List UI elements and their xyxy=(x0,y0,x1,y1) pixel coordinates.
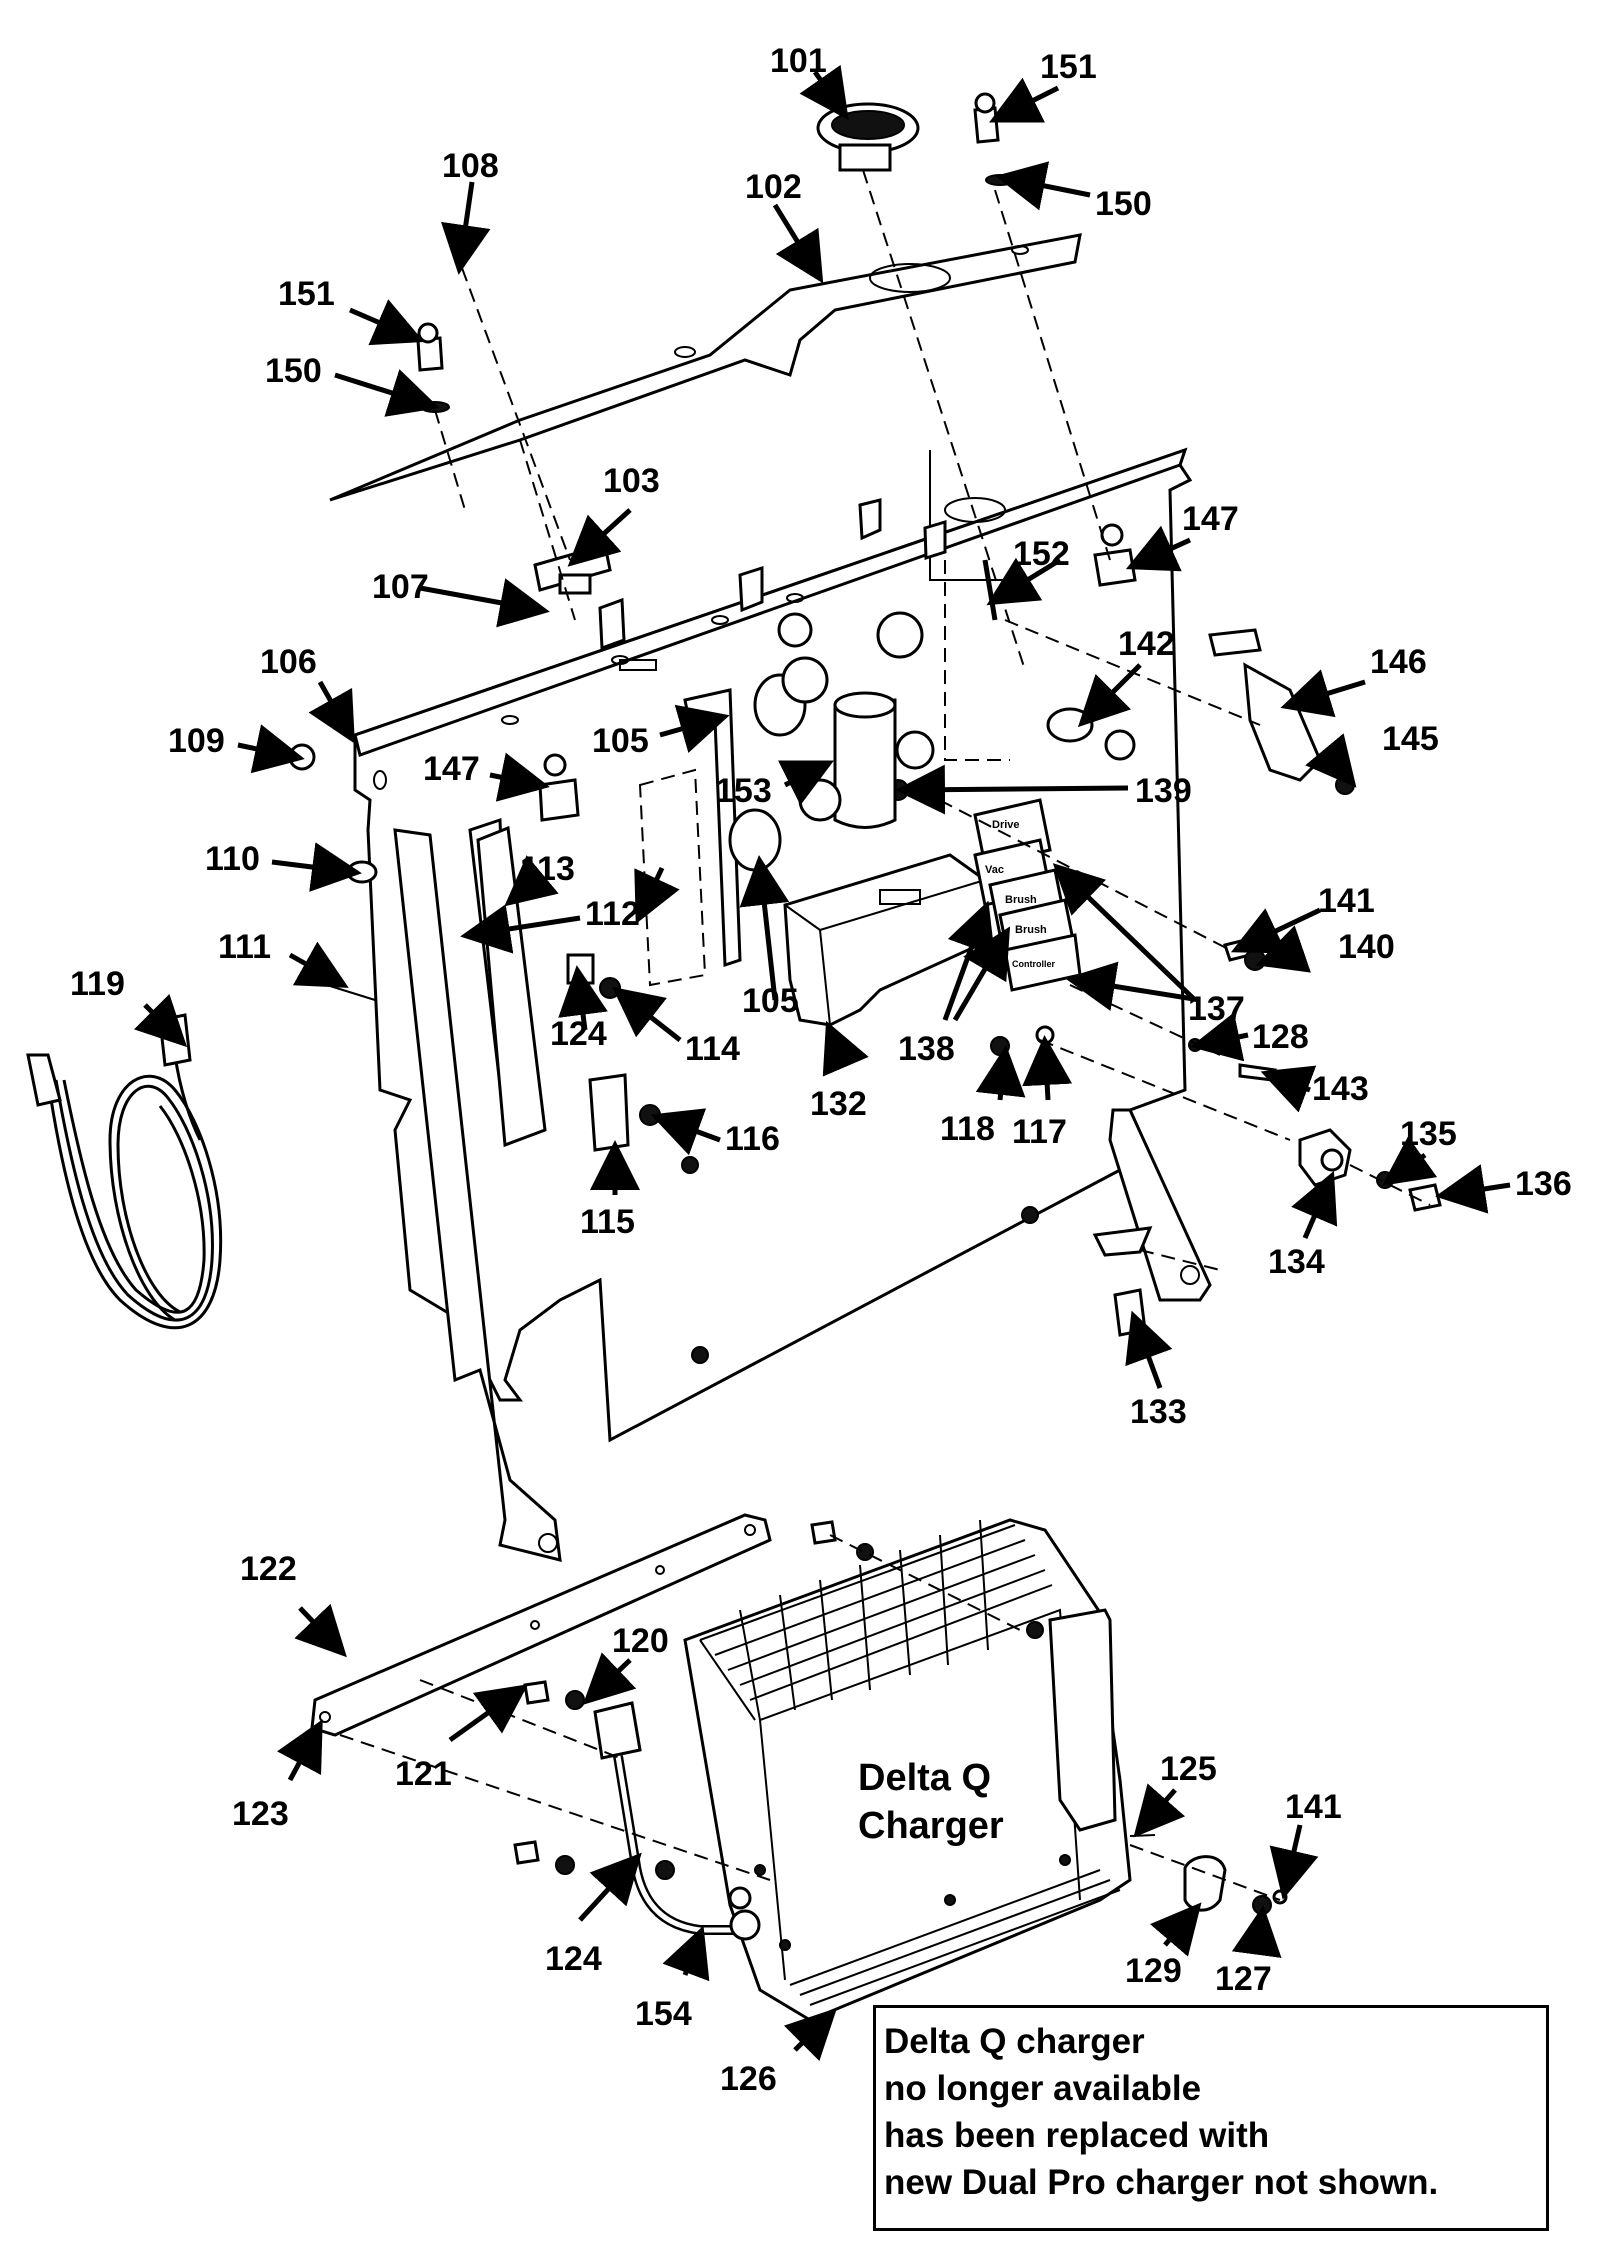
callout-141: 141 xyxy=(1285,1788,1342,1826)
callout-109: 109 xyxy=(168,722,225,760)
callout-arrows xyxy=(134,64,1511,2061)
power-cord xyxy=(26,1013,223,1330)
callout-106: 106 xyxy=(260,643,317,681)
relay-stack: Drive Vac Brush Brush Controller xyxy=(973,798,1082,992)
callout-151: 151 xyxy=(1040,48,1097,86)
callout-142: 142 xyxy=(1118,625,1175,663)
contactor-cluster xyxy=(728,611,935,872)
callout-150: 150 xyxy=(265,352,322,390)
replacement-note: Delta Q charger no longer available has … xyxy=(873,2005,1549,2231)
note-line-2: no longer available xyxy=(884,2069,1202,2108)
callout-154: 154 xyxy=(635,1995,692,2033)
callout-120: 120 xyxy=(612,1622,669,1660)
callout-127: 127 xyxy=(1215,1960,1272,1998)
note-line-1: Delta Q charger xyxy=(884,2022,1145,2061)
callout-112: 112 xyxy=(585,895,640,933)
charger-label-line1: Delta Q xyxy=(858,1757,991,1799)
callout-105: 105 xyxy=(592,722,649,760)
callout-143: 143 xyxy=(1312,1070,1369,1108)
callout-125: 125 xyxy=(1160,1750,1217,1788)
callout-133: 133 xyxy=(1130,1393,1187,1431)
callout-numbers: 101 151 102 150 108 151 150 103 107 106 … xyxy=(70,42,1572,2098)
callout-147: 147 xyxy=(1182,500,1239,538)
callout-105: 105 xyxy=(742,982,799,1020)
callout-140: 140 xyxy=(1338,928,1395,966)
callout-134: 134 xyxy=(1268,1243,1325,1281)
callout-114: 114 xyxy=(685,1030,740,1068)
callout-150: 150 xyxy=(1095,185,1152,223)
callout-107: 107 xyxy=(372,568,429,606)
callout-126: 126 xyxy=(720,2060,777,2098)
callout-124: 124 xyxy=(550,1015,607,1053)
callout-128: 128 xyxy=(1252,1018,1309,1056)
callout-147: 147 xyxy=(423,750,480,788)
callout-141: 141 xyxy=(1318,882,1375,920)
callout-117: 117 xyxy=(1012,1113,1067,1151)
callout-132: 132 xyxy=(810,1085,867,1123)
callout-151: 151 xyxy=(278,275,335,313)
relay-label-drive: Drive xyxy=(992,819,1020,831)
relay-label-vac: Vac xyxy=(985,864,1004,876)
callout-122: 122 xyxy=(240,1550,297,1588)
callout-137: 137 xyxy=(1188,990,1245,1028)
callout-145: 145 xyxy=(1382,720,1439,758)
callout-110: 110 xyxy=(205,840,260,878)
note-line-3: has been replaced with xyxy=(884,2116,1270,2155)
callout-116: 116 xyxy=(725,1120,780,1158)
relay-label-controller: Controller xyxy=(1012,959,1055,969)
callout-153: 153 xyxy=(715,772,772,810)
top-cover-plate xyxy=(329,233,1082,502)
callout-108: 108 xyxy=(442,147,499,185)
callout-103: 103 xyxy=(603,462,660,500)
relay-label-brush-1: Brush xyxy=(1005,894,1037,906)
callout-101: 101 xyxy=(770,42,827,80)
callout-119: 119 xyxy=(70,965,125,1003)
callout-129: 129 xyxy=(1125,1952,1182,1990)
callout-111: 111 xyxy=(218,928,271,966)
cable-clamp xyxy=(1129,1834,1288,1915)
callout-118: 118 xyxy=(940,1110,995,1148)
charger: Delta Q Charger xyxy=(683,1518,1132,2022)
controller-box xyxy=(783,853,992,1027)
charger-label-line2: Charger xyxy=(858,1805,1004,1847)
callout-135: 135 xyxy=(1400,1115,1457,1153)
callout-146: 146 xyxy=(1370,643,1427,681)
callout-124: 124 xyxy=(545,1940,602,1978)
callout-123: 123 xyxy=(232,1795,289,1833)
callout-115: 115 xyxy=(580,1203,635,1241)
callout-136: 136 xyxy=(1515,1165,1572,1203)
callout-102: 102 xyxy=(745,168,802,206)
callout-121: 121 xyxy=(395,1755,452,1793)
relay-label-brush-2: Brush xyxy=(1015,924,1047,936)
callout-139: 139 xyxy=(1135,772,1192,810)
callout-113: 113 xyxy=(520,850,575,888)
callout-152: 152 xyxy=(1013,535,1070,573)
note-line-4: new Dual Pro charger not shown. xyxy=(884,2163,1439,2202)
callout-138: 138 xyxy=(898,1030,955,1068)
